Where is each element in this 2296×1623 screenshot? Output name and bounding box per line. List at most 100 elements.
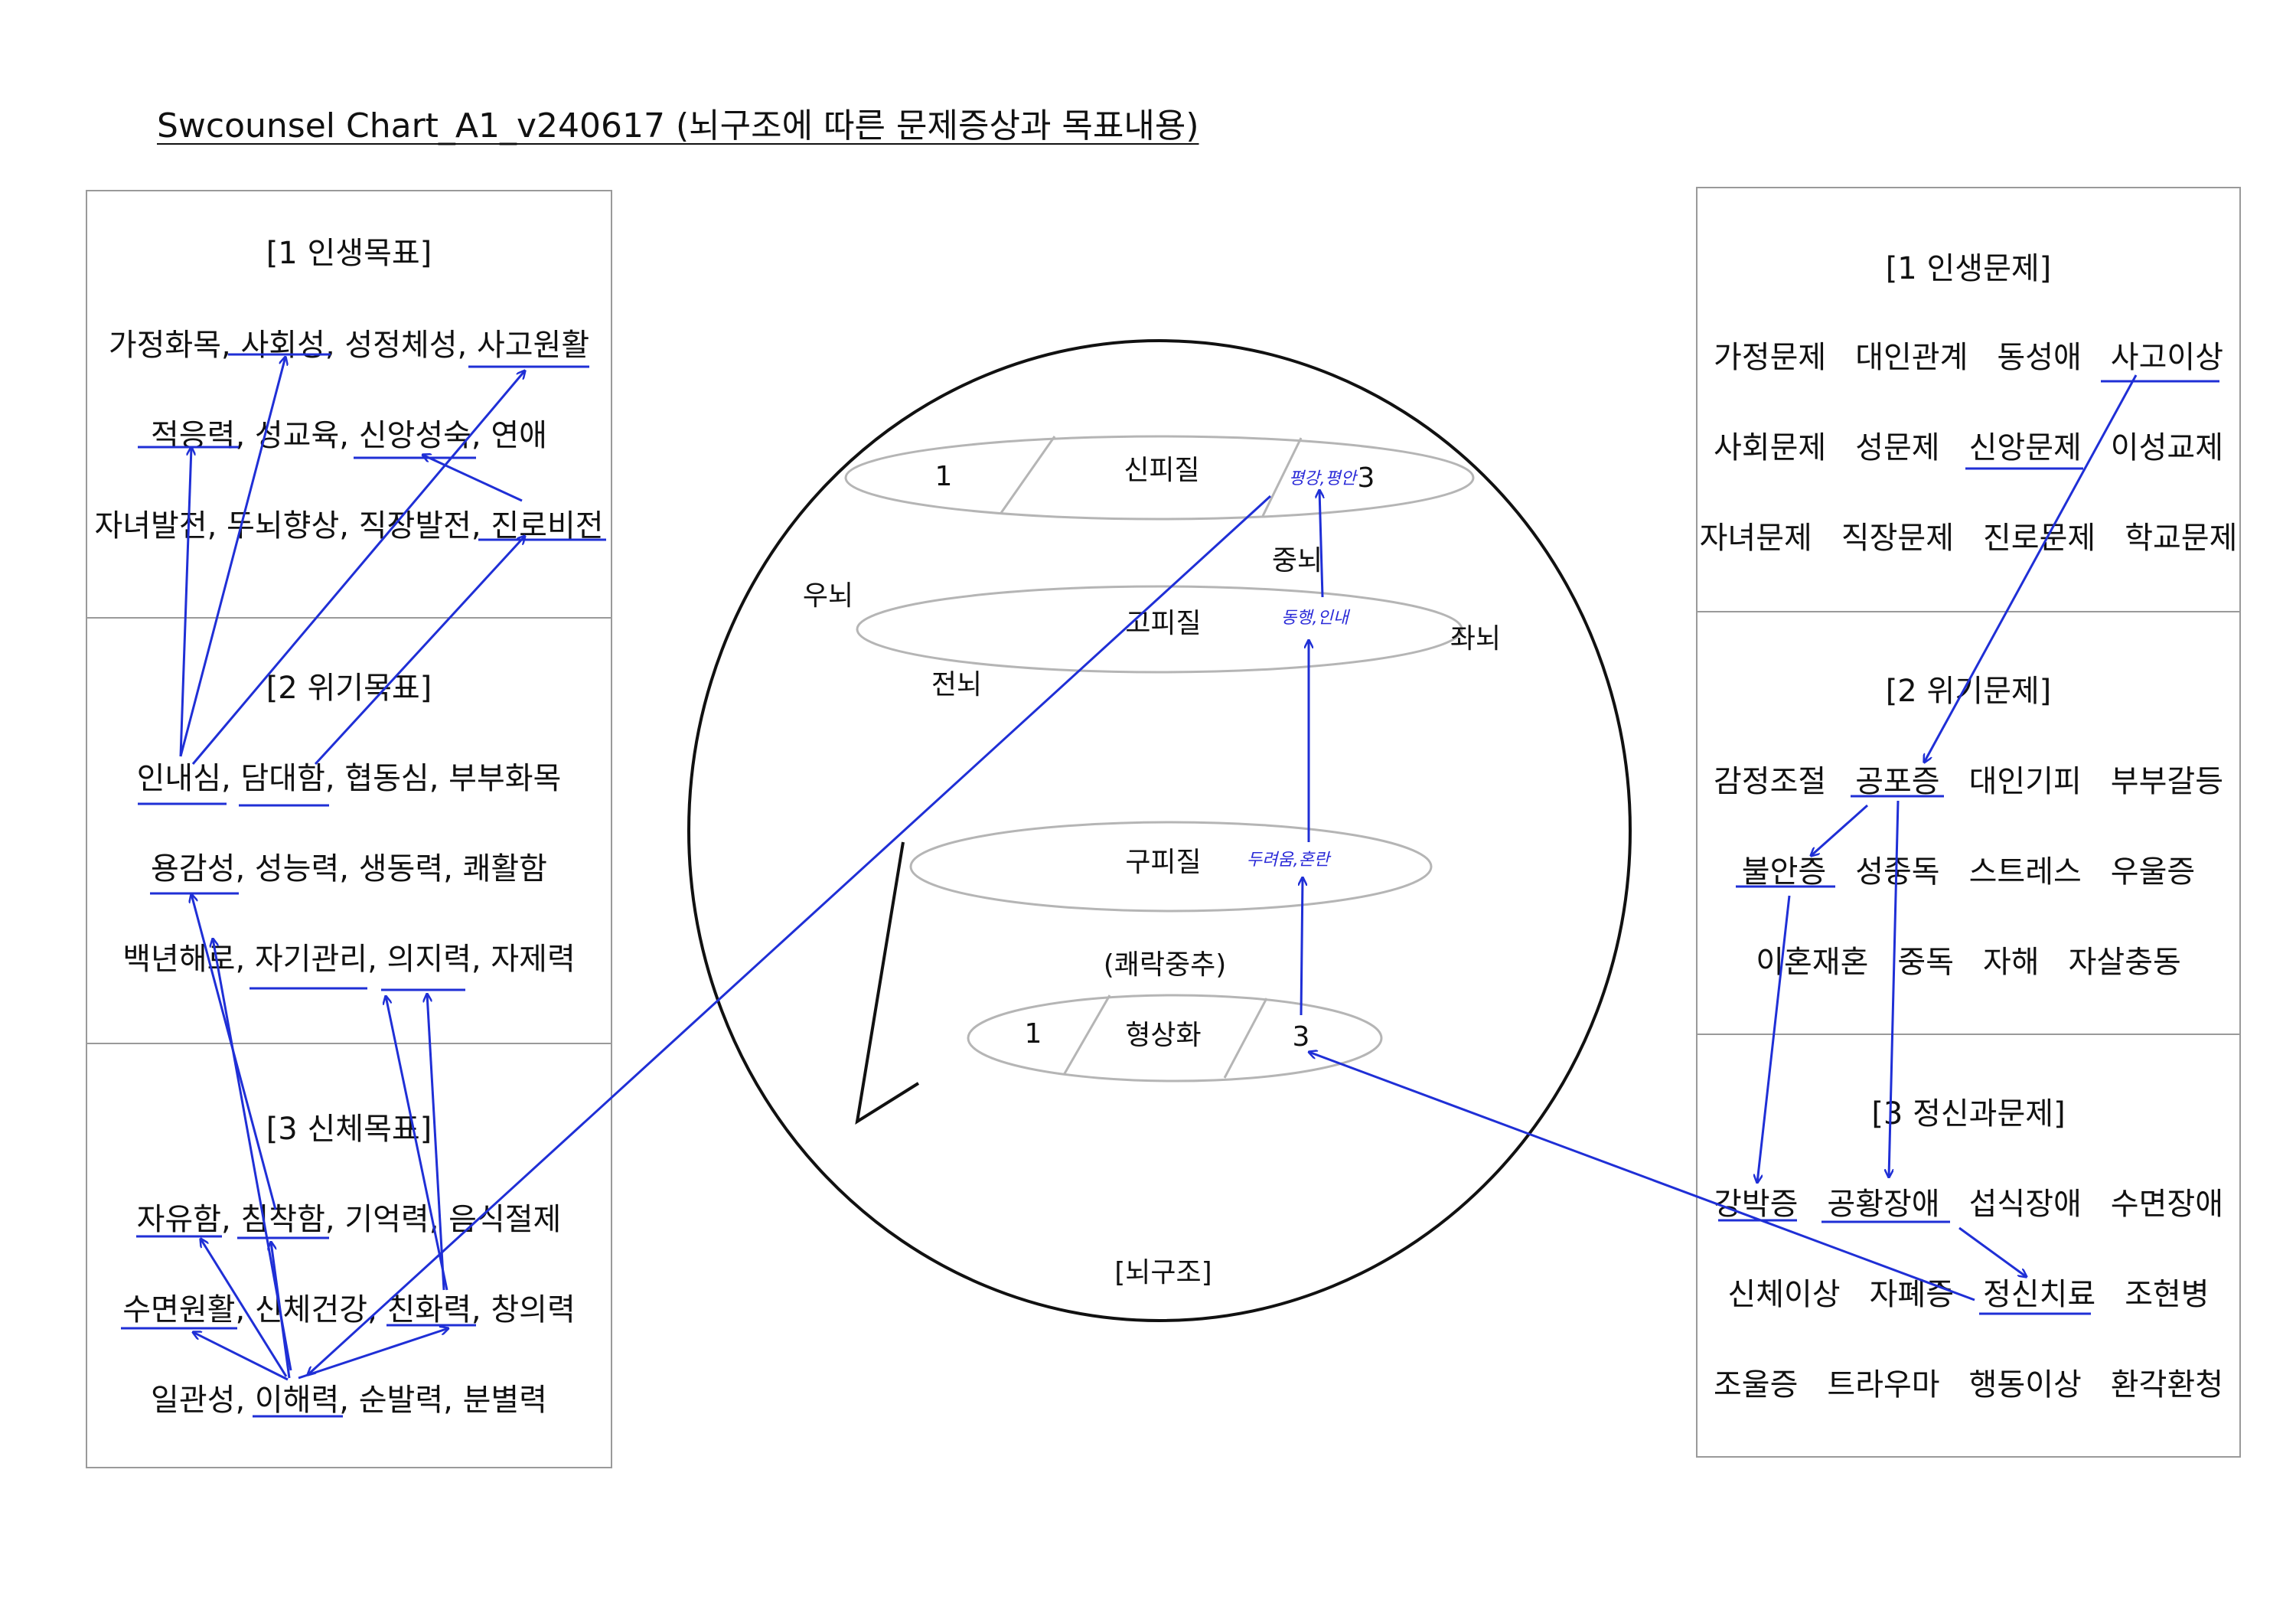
separator: ,: [339, 1383, 359, 1418]
goal-item: 분별력: [462, 1383, 547, 1418]
goal-item: 연애: [491, 418, 547, 453]
neocortex-left-num: 1: [935, 461, 953, 492]
left-brain-label: 좌뇌: [1450, 623, 1501, 655]
problem-item: 자해: [1983, 945, 2040, 980]
problem-row: 사회문제 성문제 신앙문제 이성교제: [1698, 423, 2239, 467]
visualization-right-num: 3: [1293, 1021, 1310, 1053]
problem-item: 강박증: [1713, 1187, 1799, 1222]
problem-item: 우울증: [2110, 854, 2196, 890]
goal-item: 인내심: [136, 761, 222, 796]
problem-item: 대인기피: [1968, 764, 2082, 799]
problem-item: 사회문제: [1713, 430, 1827, 465]
goal-item: 자기관리: [254, 942, 368, 977]
problem-item: 성문제: [1855, 430, 1940, 465]
goal-item: 기억력: [344, 1202, 429, 1237]
neocortex-handwritten-note: 평강,평안: [1289, 469, 1358, 488]
front-brain-label: 전뇌: [931, 669, 982, 700]
goal-item: 자제력: [491, 942, 576, 977]
problem-item: 신체이상: [1727, 1277, 1841, 1312]
archicortex-handwritten-note: 두려움,혼란: [1247, 851, 1332, 870]
problem-row: 신체이상 자폐증 정신치료 조현병: [1698, 1269, 2239, 1314]
separator: ,: [339, 851, 359, 887]
separator: ,: [457, 328, 477, 363]
neocortex-layer: [844, 435, 1475, 521]
visualization-layer: [967, 994, 1383, 1083]
goal-underlines: [121, 353, 606, 1418]
problem-item: 감정조절: [1713, 764, 1827, 799]
brain-outline: [687, 339, 1632, 1322]
goal-item: 의지력: [386, 942, 471, 977]
goal-row: 자유함, 침착함, 기억력, 음식절제: [87, 1194, 611, 1239]
problem-row: 불안증 성중독 스트레스 우울증: [1698, 847, 2239, 891]
neocortex-label: 신피질: [1124, 455, 1199, 486]
goal-item: 이해력: [254, 1383, 340, 1418]
crisis-problems-section: [2 위기문제] 감정조절 공포증 대인기피 부부갈등 불안증 성중독 스트레스…: [1698, 611, 2239, 1034]
separator: ,: [443, 851, 463, 887]
section-title: [1 인생목표]: [266, 236, 432, 271]
problem-item: 사고이상: [2110, 340, 2223, 375]
goal-item: 일관성: [151, 1383, 236, 1418]
problem-row: 감정조절 공포증 대인기피 부부갈등: [1698, 756, 2239, 801]
separator: ,: [471, 1292, 491, 1327]
separator: ,: [429, 761, 449, 796]
goal-item: 부부화목: [448, 761, 562, 796]
separator: ,: [235, 418, 255, 453]
middle-brain-label: 중뇌: [1272, 545, 1322, 576]
archicortex-layer: [909, 821, 1433, 913]
problem-item: 이혼재혼: [1756, 945, 1869, 980]
problem-item: 불안증: [1741, 854, 1827, 890]
problem-item: 정신치료: [1983, 1277, 2096, 1312]
goal-item: 담대함: [240, 761, 325, 796]
separator: ,: [471, 942, 491, 977]
problem-item: 학교문제: [2125, 521, 2238, 556]
problem-item: 이성교제: [2110, 430, 2223, 465]
goal-row: 용감성, 성능력, 생동력, 쾌활함: [87, 844, 611, 888]
problem-item: 섭식장애: [1968, 1187, 2082, 1222]
goal-item: 수면원활: [122, 1292, 236, 1327]
problem-item: 행동이상: [1968, 1367, 2082, 1403]
separator: ,: [325, 1202, 345, 1237]
paleocortex-layer: [856, 585, 1463, 674]
problem-item: 공포증: [1855, 764, 1940, 799]
separator: ,: [235, 1292, 255, 1327]
psychiatric-problems-section: [3 정신과문제] 강박증 공황장애 섭식장애 수면장애 신체이상 자폐증 정신…: [1698, 1034, 2239, 1459]
goal-item: 신체건강: [254, 1292, 368, 1327]
archicortex-label: 구피질: [1125, 847, 1201, 878]
neocortex-right-num: 3: [1358, 462, 1375, 494]
section-title: [3 정신과문제]: [1871, 1096, 2066, 1132]
paleocortex-label: 고피질: [1125, 608, 1201, 639]
brainstem-line: [855, 841, 920, 1125]
pleasure-center-label: (쾌락중추): [1104, 949, 1227, 981]
problem-row: 가정문제 대인관계 동성애 사고이상: [1698, 332, 2239, 377]
separator: ,: [235, 942, 255, 977]
separator: ,: [443, 1383, 463, 1418]
crisis-goals-section: [2 위기목표] 인내심, 담대함, 협동심, 부부화목 용감성, 성능력, 생…: [87, 617, 611, 1043]
body-goals-section: [3 신체목표] 자유함, 침착함, 기억력, 음식절제 수면원활, 신체건강,…: [87, 1043, 611, 1468]
problem-item: 동성애: [1997, 340, 2082, 375]
problem-item: 조울증: [1713, 1367, 1799, 1403]
separator: ,: [339, 508, 359, 544]
section-title: [3 신체목표]: [266, 1112, 432, 1147]
goal-item: 친화력: [386, 1292, 471, 1327]
goal-row: 인내심, 담대함, 협동심, 부부화목: [87, 753, 611, 798]
problem-item: 중독: [1897, 945, 1954, 980]
problem-item: 조현병: [2125, 1277, 2210, 1312]
goal-row: 자녀발전, 두뇌향상, 직장발전, 진로비전: [87, 501, 611, 545]
goal-item: 창의력: [491, 1292, 576, 1327]
connector-arrows: [179, 357, 2138, 1381]
separator: ,: [221, 1202, 241, 1237]
separator: ,: [325, 761, 345, 796]
problem-item: 트라우마: [1827, 1367, 1940, 1403]
goals-panel: [1 인생목표] 가정화목, 사회성, 성정체성, 사고원활 적응력, 성교육,…: [86, 190, 612, 1468]
goal-row: 일관성, 이해력, 순발력, 분별력: [87, 1375, 611, 1419]
problem-item: 스트레스: [1968, 854, 2082, 890]
problems-panel: [1 인생문제] 가정문제 대인관계 동성애 사고이상 사회문제 성문제 신앙문…: [1696, 187, 2241, 1458]
problem-row: 자녀문제 직장문제 진로문제 학교문제: [1698, 513, 2239, 557]
problem-item: 가정문제: [1713, 340, 1827, 375]
problem-item: 부부갈등: [2110, 764, 2223, 799]
section-title: [1 인생문제]: [1885, 251, 2052, 286]
goal-item: 진로비전: [491, 508, 604, 544]
goal-item: 두뇌향상: [227, 508, 340, 544]
problem-item: 신앙문제: [1968, 430, 2082, 465]
separator: ,: [221, 761, 241, 796]
